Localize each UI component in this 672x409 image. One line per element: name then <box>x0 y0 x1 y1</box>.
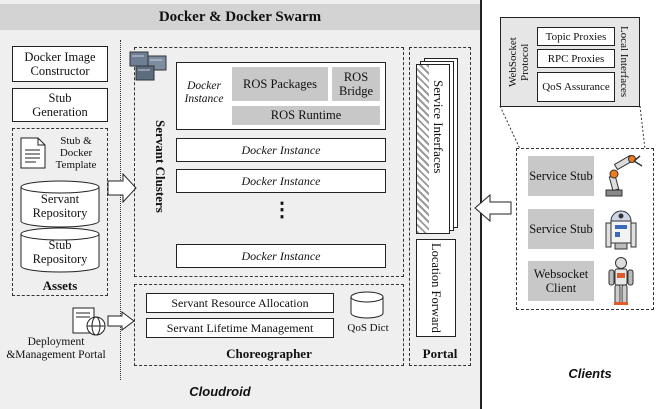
servant-repository-cylinder <box>20 180 100 228</box>
stub-repository-cylinder <box>20 227 100 273</box>
instances-ellipsis: ⋮ <box>272 199 292 221</box>
clients-label: Clients <box>568 366 612 381</box>
client-item-3: Websocket Client <box>528 261 594 301</box>
servant-clusters-label: Servant Clusters <box>153 120 168 213</box>
deployment-portal-label: Deployment &Management Portal <box>6 336 106 361</box>
server-stack-icon <box>129 51 167 81</box>
cloud-label: Cloudroid <box>189 384 251 399</box>
qos-assurance-box: QoS Assurance <box>537 72 615 102</box>
websocket-protocol-label: WebSocket Protocol <box>507 37 531 87</box>
resource-allocation-box: Servant Resource Allocation <box>146 293 334 313</box>
assets-label: Assets <box>42 278 78 293</box>
stub-repository-label: Stub Repository <box>32 238 88 266</box>
client-item-2: Service Stub <box>528 209 594 249</box>
choreographer-group <box>134 284 404 366</box>
assets-group <box>12 128 108 296</box>
docker-instance-3: Docker Instance <box>176 244 386 268</box>
docker-instance-label: Docker Instance <box>184 80 224 105</box>
client-item-1: Service Stub <box>528 156 594 196</box>
ros-runtime-box: ROS Runtime <box>232 106 380 125</box>
qos-dict-cylinder <box>350 291 384 319</box>
header-bar: Docker & Docker Swarm <box>0 4 480 30</box>
docker-instance-2: Docker Instance <box>176 169 386 193</box>
servant-repository-label: Servant Repository <box>32 192 88 220</box>
stub-generation-box: Stub Generation <box>12 88 108 122</box>
lifetime-management-box: Servant Lifetime Management <box>146 318 334 338</box>
docker-instance-1: Docker Instance <box>176 138 386 162</box>
choreographer-label: Choreographer <box>226 346 312 361</box>
assets-to-clusters-arrow <box>107 173 137 203</box>
service-interfaces-label: Service Interfaces <box>431 80 446 174</box>
hatched-strip <box>417 65 429 233</box>
servant-clusters-group <box>134 47 404 277</box>
image-constructor-box: Docker Image Constructor <box>12 46 108 82</box>
qos-dict-label: QoS Dict <box>347 322 389 334</box>
globe-document-icon <box>72 307 106 336</box>
header-title: Docker & Docker Swarm <box>158 8 322 25</box>
humanoid-robot-icon <box>608 257 634 305</box>
rpc-proxies-box: RPC Proxies <box>537 49 615 68</box>
portal-to-choreographer-arrow <box>107 311 135 331</box>
portal-label: Portal <box>422 346 458 361</box>
template-label: Stub & Docker Template <box>55 135 97 171</box>
portal-group <box>409 47 471 366</box>
left-dotted-divider <box>120 40 121 380</box>
topic-proxies-box: Topic Proxies <box>537 27 615 46</box>
robot-arm-icon <box>605 154 643 197</box>
clients-to-portal-arrow <box>474 194 512 222</box>
ros-bridge-box: ROS Bridge <box>332 67 380 101</box>
r2d2-robot-icon <box>605 210 637 250</box>
ros-packages-box: ROS Packages <box>232 67 328 101</box>
zoom-lines <box>499 105 646 150</box>
local-interfaces-label: Local Interfaces <box>618 26 630 98</box>
location-forward-box: Location Forward <box>416 239 456 337</box>
document-icon <box>20 137 46 169</box>
clients-group <box>516 148 654 310</box>
